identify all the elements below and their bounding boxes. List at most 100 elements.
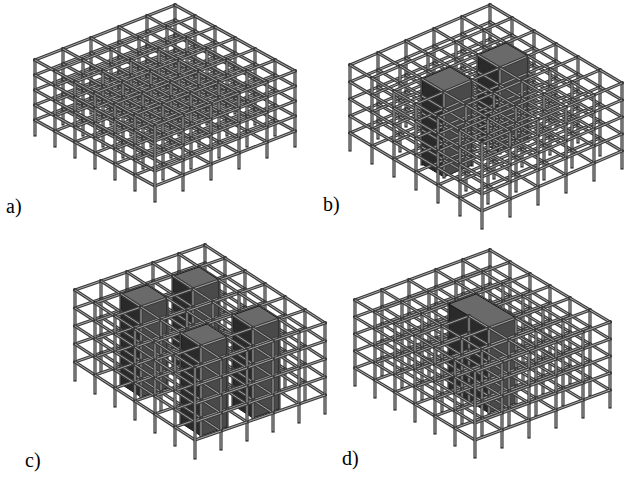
frame-member <box>187 38 207 49</box>
frame-member <box>163 104 183 115</box>
frame-member-highlight <box>95 153 115 164</box>
frame-member-highlight <box>444 80 472 92</box>
frame-member <box>35 120 55 131</box>
frame-member <box>422 79 444 92</box>
frame-member-highlight <box>135 115 155 126</box>
frame-member-highlight <box>199 71 219 82</box>
frame-member-highlight <box>167 27 187 38</box>
frame-member-highlight <box>199 60 227 71</box>
frame-member-highlight <box>135 175 155 186</box>
frame-member <box>572 82 594 95</box>
frame-member <box>406 29 434 41</box>
frame-member <box>213 293 239 302</box>
frame-member-highlight <box>482 199 510 211</box>
frame-member-highlight <box>460 130 482 143</box>
core-roof <box>478 43 528 68</box>
frame-member-highlight <box>95 108 115 119</box>
frame-member <box>199 71 219 82</box>
frame-member-highlight <box>179 49 207 60</box>
frame-member-highlight <box>472 80 494 93</box>
frame-member-highlight <box>35 75 55 86</box>
frame-member-highlight <box>193 280 219 289</box>
frame-member <box>458 130 461 215</box>
frame-member <box>55 116 75 127</box>
frame-member <box>167 298 187 311</box>
frame-member-highlight <box>416 138 438 151</box>
frame-member-highlight <box>75 308 95 321</box>
frame-member-highlight <box>55 60 83 71</box>
frame-member <box>506 31 534 43</box>
frame-member <box>195 16 215 27</box>
frame-member-highlight <box>171 82 191 93</box>
frame-member-highlight <box>183 119 211 130</box>
frame-member <box>438 168 460 181</box>
frame-member-highlight <box>187 38 207 49</box>
frame-member <box>566 112 594 124</box>
frame-member <box>141 298 167 307</box>
frame-member <box>93 93 96 168</box>
frame-member-highlight <box>239 293 259 306</box>
frame-member-highlight <box>143 82 171 93</box>
frame-member <box>55 71 75 82</box>
frame-member-highlight <box>372 146 394 159</box>
frame-member-highlight <box>183 104 211 115</box>
frame-member <box>566 146 594 158</box>
frame-member <box>155 115 183 126</box>
frame-member-highlight <box>75 82 95 93</box>
frame-structure <box>350 5 622 228</box>
frame-member <box>179 254 199 267</box>
frame-member <box>594 83 622 95</box>
frame-member-highlight <box>159 38 187 49</box>
frame-member-highlight <box>438 117 460 130</box>
frame-member-highlight <box>95 82 123 93</box>
frame-member <box>466 105 488 118</box>
frame-member-highlight <box>199 258 225 267</box>
frame-member <box>75 290 95 303</box>
frame-member <box>103 71 123 82</box>
frame-member-highlight <box>63 38 91 49</box>
frame-member <box>91 27 119 38</box>
frame-member <box>494 93 516 106</box>
frame-member <box>63 38 91 49</box>
frame-member-highlight <box>305 310 306 400</box>
frame-member-highlight <box>482 143 483 228</box>
frame-member <box>73 290 76 380</box>
frame-member <box>219 82 239 93</box>
frame-member <box>75 326 95 339</box>
frame-member-highlight <box>115 164 135 175</box>
frame-member-highlight <box>400 54 428 66</box>
frame-member <box>171 82 191 93</box>
frame-member-highlight <box>215 27 235 38</box>
frame-member <box>239 293 259 306</box>
frame-member-highlight <box>75 281 101 290</box>
frame-member <box>135 115 155 126</box>
frame-member-highlight <box>239 93 240 168</box>
frame-member-highlight <box>183 149 211 160</box>
frame-member <box>303 310 306 400</box>
frame-member-highlight <box>155 160 183 171</box>
frame-member <box>121 294 141 307</box>
frame-member <box>155 130 183 141</box>
frame-member-highlight <box>135 104 163 115</box>
frame-member-highlight <box>482 165 510 177</box>
frame-member <box>293 71 296 146</box>
frame-member-highlight <box>484 30 506 43</box>
frame-member <box>239 142 267 153</box>
frame-member-highlight <box>211 93 239 104</box>
frame-member <box>153 126 156 201</box>
frame-member-highlight <box>416 121 438 134</box>
frame-member-highlight <box>394 91 416 104</box>
frame-member-highlight <box>510 170 538 182</box>
frame-member <box>75 71 103 82</box>
frame-member <box>428 42 456 54</box>
frame-member-highlight <box>239 82 267 93</box>
frame-member <box>63 49 83 60</box>
frame-member <box>350 133 372 146</box>
frame-member <box>211 108 239 119</box>
frame-member <box>594 117 622 129</box>
frame-member <box>416 92 444 104</box>
frame-member <box>392 91 395 176</box>
frame-member-highlight <box>510 153 538 165</box>
frame-member <box>75 82 95 93</box>
frame-member-highlight <box>167 16 195 27</box>
